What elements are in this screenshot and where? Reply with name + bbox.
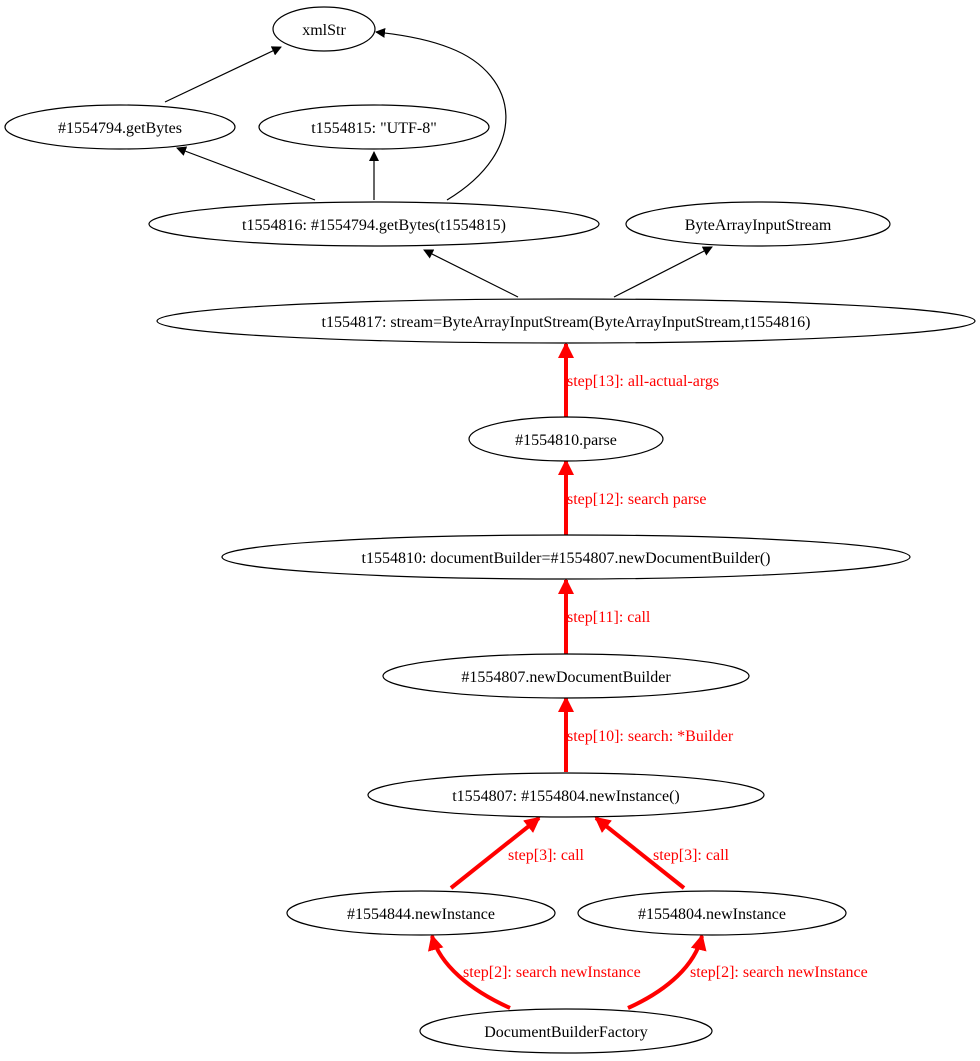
node-getbytes-call[interactable]: t1554816: #1554794.getBytes(t1554815) xyxy=(148,201,600,247)
edge-stream-to-bytearrayinputstream xyxy=(613,246,713,298)
node-newinstance-1554844[interactable]: #1554844.newInstance xyxy=(286,890,556,936)
node-newinstance-call[interactable]: t1554807: #1554804.newInstance() xyxy=(367,772,765,818)
edge-label-step3-left: step[3]: call xyxy=(508,847,585,864)
red-edges xyxy=(428,342,707,1010)
node-label: xmlStr xyxy=(302,22,346,39)
node-stream-assignment[interactable]: t1554817: stream=ByteArrayInputStream(By… xyxy=(156,298,976,344)
node-label: t1554815: "UTF-8" xyxy=(311,120,437,137)
node-label: t1554816: #1554794.getBytes(t1554815) xyxy=(242,217,506,234)
edge-step3-left xyxy=(449,816,541,890)
edge-label-step11: step[11]: call xyxy=(567,609,651,626)
edge-getbytes-method-to-xmlstr xyxy=(164,46,282,103)
edge-label-step12: step[12]: search parse xyxy=(567,491,707,508)
node-label: #1554807.newDocumentBuilder xyxy=(461,669,671,686)
node-getbytes-method[interactable]: #1554794.getBytes xyxy=(4,104,236,150)
edge-step2-left xyxy=(428,934,511,1010)
edge-stream-to-getbytes-call xyxy=(423,249,519,298)
node-newdocumentbuilder-method[interactable]: #1554807.newDocumentBuilder xyxy=(382,653,750,699)
node-documentbuilder-assignment[interactable]: t1554810: documentBuilder=#1554807.newDo… xyxy=(221,534,911,580)
node-label: #1554794.getBytes xyxy=(58,120,182,137)
black-edges xyxy=(164,27,713,298)
edge-label-step2-right: step[2]: search newInstance xyxy=(690,964,868,981)
edge-label-step3-right: step[3]: call xyxy=(653,847,730,864)
edge-step2-right xyxy=(627,934,707,1010)
edge-label-step13: step[13]: all-actual-args xyxy=(567,373,719,390)
edge-labels: step[13]: all-actual-args step[12]: sear… xyxy=(463,373,868,981)
node-label: ByteArrayInputStream xyxy=(685,217,832,234)
node-label: DocumentBuilderFactory xyxy=(484,1024,648,1041)
edge-label-step10: step[10]: search: *Builder xyxy=(567,728,734,745)
node-label: #1554804.newInstance xyxy=(638,906,786,923)
edge-label-step2-left: step[2]: search newInstance xyxy=(463,964,641,981)
node-label: t1554807: #1554804.newInstance() xyxy=(452,788,680,805)
node-xmlstr[interactable]: xmlStr xyxy=(272,6,376,52)
node-bytearrayinputstream[interactable]: ByteArrayInputStream xyxy=(625,201,891,247)
edge-getbytes-call-to-getbytes-method xyxy=(176,146,316,201)
node-utf8-literal[interactable]: t1554815: "UTF-8" xyxy=(258,104,490,150)
node-parse-method[interactable]: #1554810.parse xyxy=(468,416,664,462)
edge-getbytes-call-to-xmlstr xyxy=(375,27,507,201)
node-label: #1554844.newInstance xyxy=(347,906,495,923)
edge-step3-right xyxy=(594,816,686,890)
node-newinstance-1554804[interactable]: #1554804.newInstance xyxy=(577,890,847,936)
node-label: #1554810.parse xyxy=(515,432,617,449)
node-documentbuilderfactory[interactable]: DocumentBuilderFactory xyxy=(419,1008,713,1054)
node-label: t1554817: stream=ByteArrayInputStream(By… xyxy=(322,314,811,331)
node-label: t1554810: documentBuilder=#1554807.newDo… xyxy=(362,550,771,567)
